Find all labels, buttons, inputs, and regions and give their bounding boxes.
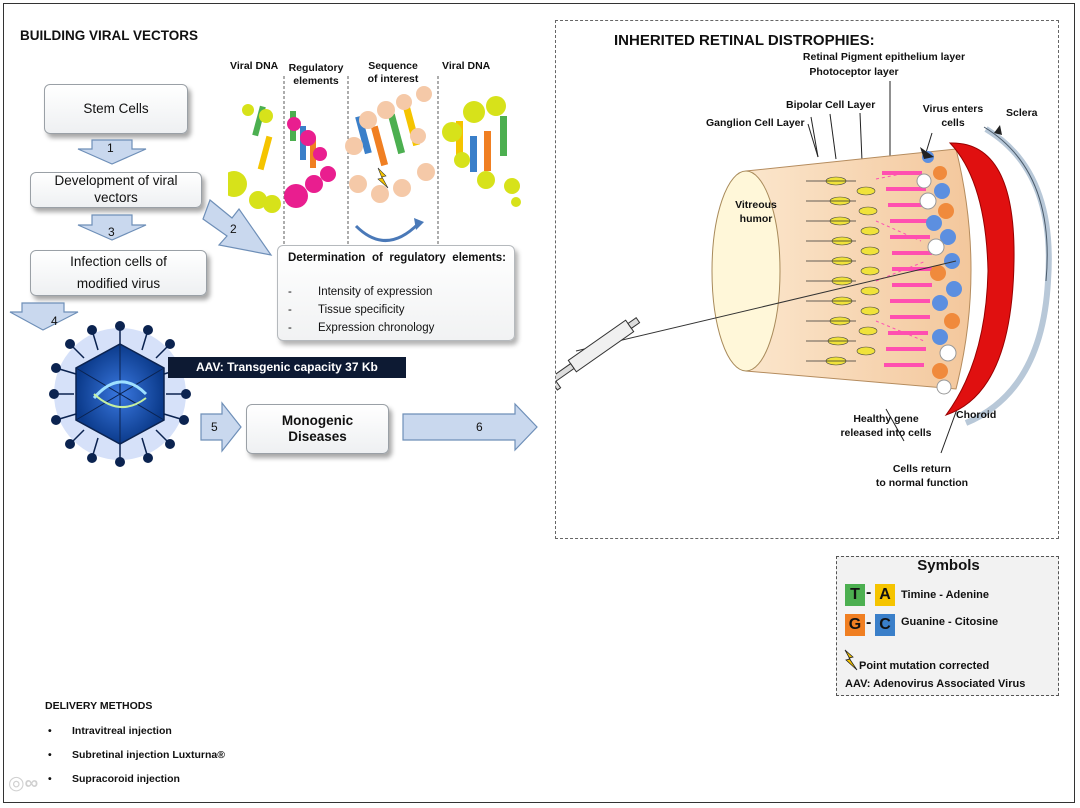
- bipolar-label: Bipolar Cell Layer: [786, 99, 876, 111]
- sequence-label: Sequence of interest: [355, 60, 431, 85]
- gc-dash: -: [866, 614, 872, 631]
- healthy-gene-label: Healthy gene released into cells: [834, 413, 938, 440]
- dash-3: -: [288, 322, 292, 334]
- vitreous-label: Vitreous humor: [728, 199, 784, 226]
- base-t: T: [845, 584, 865, 606]
- arrow-3-shape: [77, 214, 147, 241]
- determination-item-1-label: Intensity of expression: [318, 286, 433, 298]
- viral-dna-right-label: Viral DNA: [442, 60, 491, 72]
- retina-illustration: [556, 81, 1052, 454]
- base-a: A: [875, 584, 895, 606]
- stem-cells-box: Stem Cells: [44, 84, 188, 134]
- virus-enters-label-1: Virus enters: [922, 103, 984, 115]
- cells-return-label-2: to normal function: [875, 476, 969, 489]
- arrow-4-shape: [9, 302, 79, 331]
- arrow-4-number: 4: [51, 314, 58, 328]
- vitreous-label-1: Vitreous: [735, 199, 777, 211]
- monogenic-label-1: Monogenic: [281, 413, 354, 428]
- healthy-gene-label-2: released into cells: [840, 426, 932, 439]
- determination-item-1: - Intensity of expression: [288, 286, 432, 298]
- base-c: C: [875, 614, 895, 636]
- rpe-label: Retinal Pigment epithelium layer: [802, 51, 966, 63]
- arrow-5-number: 5: [211, 420, 218, 434]
- determination-item-3: - Expression chronology: [288, 322, 434, 334]
- delivery-item-3-label: Supracoroid injection: [72, 773, 180, 785]
- aav-definition: AAV: Adenovirus Associated Virus: [845, 678, 1026, 690]
- vitreous-label-2: humor: [739, 212, 773, 225]
- determination-item-2-label: Tissue specificity: [318, 304, 405, 316]
- ta-text: Timine - Adenine: [901, 589, 990, 601]
- determination-item-2: - Tissue specificity: [288, 304, 405, 316]
- monogenic-label-2: Diseases: [288, 429, 347, 444]
- photoreceptor-label: Photoceptor layer: [809, 66, 899, 78]
- cells-return-label-1: Cells return: [892, 463, 952, 475]
- delivery-item-1: • Intravitreal injection: [48, 725, 172, 737]
- choroid-label: Choroid: [956, 409, 997, 421]
- sclera-label: Sclera: [1006, 107, 1038, 119]
- gc-text: Guanine - Citosine: [901, 616, 999, 628]
- figure-frame: [3, 3, 1075, 803]
- retina-panel: INHERITED RETINAL DISTROPHIES:: [555, 20, 1059, 539]
- development-label: Development of viral vectors: [54, 173, 178, 205]
- healthy-gene-label-1: Healthy gene: [853, 413, 919, 425]
- delivery-item-3: • Supracoroid injection: [48, 773, 180, 785]
- infection-label-1: Infection cells of: [70, 254, 167, 269]
- ganglion-label: Ganglion Cell Layer: [706, 117, 805, 129]
- regulatory-label-1: Regulatory: [288, 62, 344, 74]
- stem-cells-label: Stem Cells: [83, 100, 149, 116]
- determination-title: Determination of regulatory elements:: [288, 252, 506, 264]
- aav-virus-illustration: [49, 321, 191, 467]
- sequence-label-2: of interest: [367, 72, 419, 85]
- viral-dna-left-label: Viral DNA: [230, 60, 279, 72]
- development-box: Development of viral vectors: [30, 172, 202, 208]
- regulatory-label: Regulatory elements: [285, 62, 347, 87]
- watermark-logo: ◎∞: [8, 773, 39, 794]
- bullet-1: •: [48, 725, 52, 737]
- mutation-text: Point mutation corrected: [859, 660, 990, 672]
- cells-return-label: Cells return to normal function: [860, 463, 984, 490]
- virus-enters-label: Virus enters cells: [918, 103, 988, 130]
- delivery-title: DELIVERY METHODS: [45, 700, 153, 712]
- page-title: BUILDING VIRAL VECTORS: [20, 28, 199, 43]
- regulatory-label-2: elements: [293, 74, 339, 87]
- delivery-item-1-label: Intravitreal injection: [72, 725, 172, 737]
- arrow-2-number: 2: [230, 222, 237, 236]
- arrow-2-shape: [202, 199, 273, 256]
- virus-enters-label-2: cells: [941, 116, 965, 129]
- sequence-label-1: Sequence: [368, 60, 418, 72]
- bullet-2: •: [48, 749, 52, 761]
- aav-capacity-bar: AAV: Transgenic capacity 37 Kb: [168, 357, 406, 378]
- delivery-item-2-label: Subretinal injection Luxturna®: [72, 749, 225, 761]
- arrow-3-number: 3: [108, 225, 115, 239]
- arrow-1-shape: [77, 139, 147, 165]
- delivery-item-2: • Subretinal injection Luxturna®: [48, 749, 225, 761]
- infection-label-2: modified virus: [76, 276, 161, 291]
- symbols-legend: Symbols T - A Timine - Adenine G - C Gua…: [836, 556, 1059, 696]
- infection-box: Infection cells of modified virus: [30, 250, 207, 296]
- dash-2: -: [288, 304, 292, 316]
- step-arrows: [9, 139, 538, 453]
- retina-title: INHERITED RETINAL DISTROPHIES:: [614, 32, 875, 49]
- bullet-3: •: [48, 773, 52, 785]
- symbols-title: Symbols: [917, 557, 980, 574]
- arrow-1-number: 1: [107, 141, 114, 155]
- arrow-6-number: 6: [476, 420, 483, 434]
- monogenic-box: Monogenic Diseases: [246, 404, 389, 454]
- determination-box: Determination of regulatory elements: - I…: [277, 245, 515, 341]
- arrow-5-shape: [200, 401, 242, 453]
- lightning-icon: [844, 649, 858, 671]
- arrow-6-shape: [402, 402, 538, 452]
- base-g: G: [845, 614, 865, 636]
- determination-item-3-label: Expression chronology: [318, 322, 435, 334]
- ta-dash: -: [866, 584, 872, 601]
- dash-1: -: [288, 286, 292, 298]
- dna-helix-illustration: [228, 76, 521, 246]
